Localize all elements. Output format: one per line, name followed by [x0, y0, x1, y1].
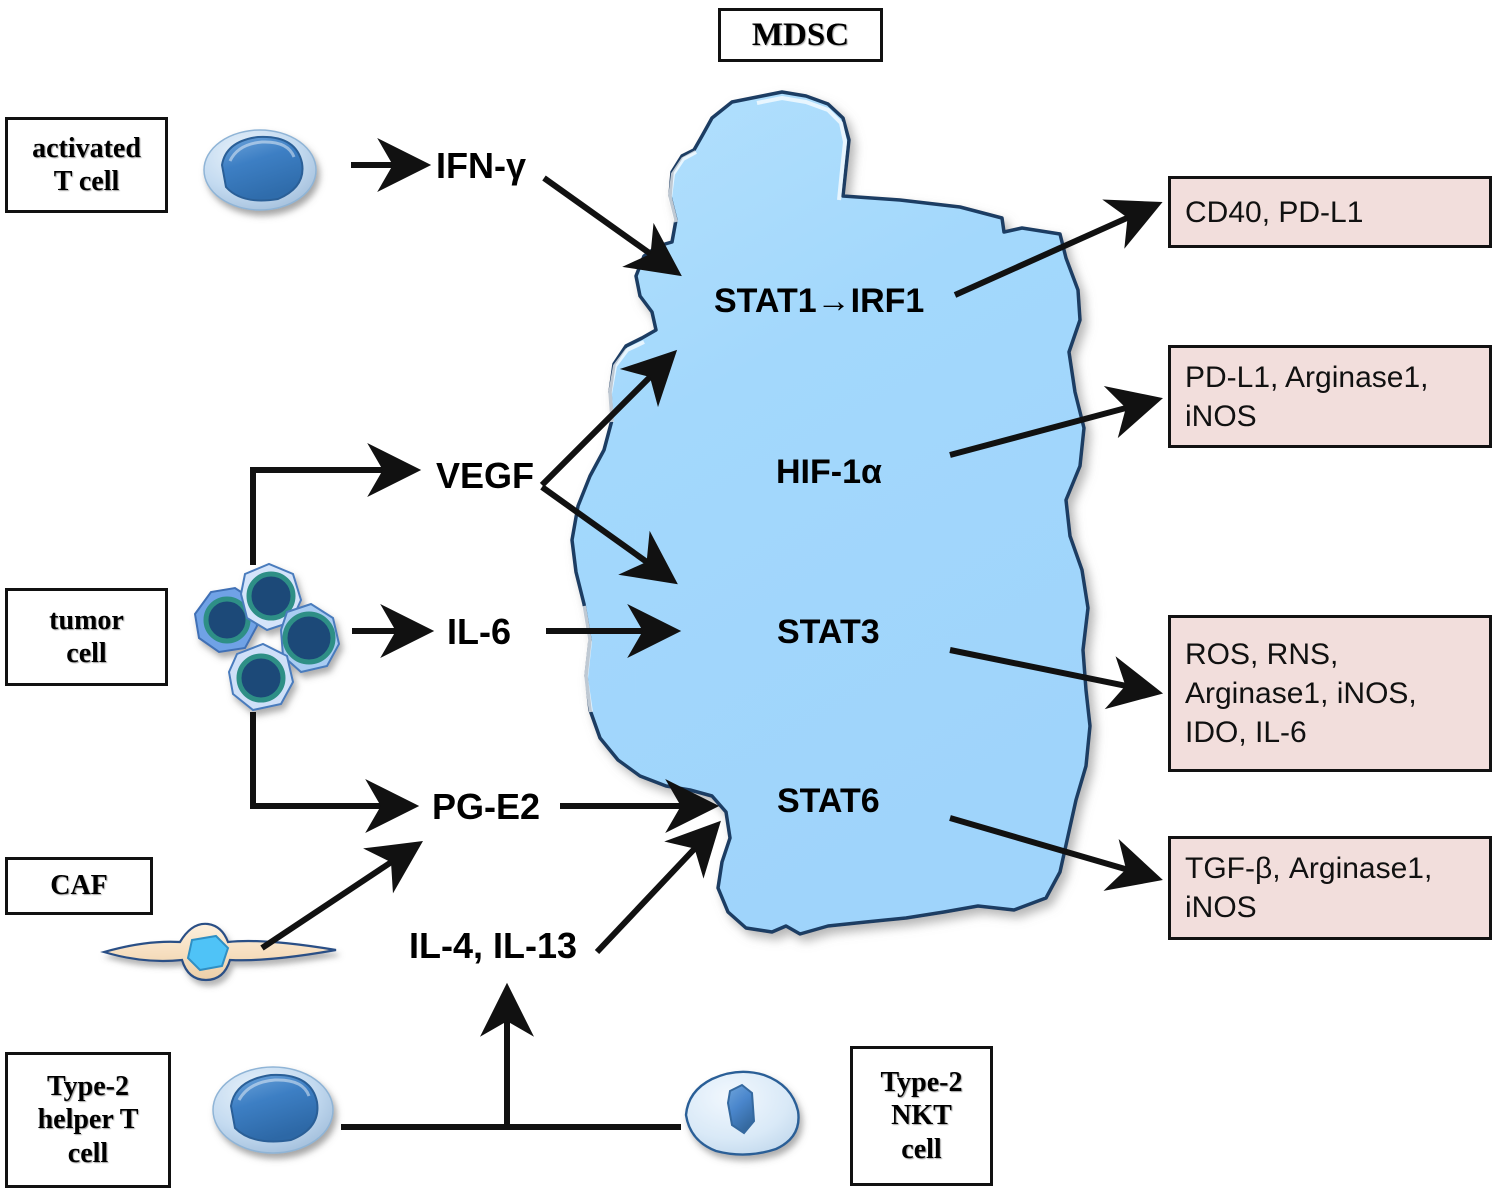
output-text: PD-L1, Arginase1, iNOS — [1185, 360, 1429, 433]
output-box-cd40-pdl1: CD40, PD-L1 — [1168, 176, 1492, 248]
cell-label-text: Type-2 NKT cell — [880, 1067, 963, 1165]
mediator-label-vegf: VEGF — [436, 455, 535, 496]
arrow-tumorcell-to-vegf — [250, 443, 422, 565]
arrow-ifng-to-mdsc — [542, 175, 682, 277]
mediator-label-ifn-gamma: IFN-γ — [436, 145, 526, 186]
output-text: TGF-β, Arginase1, iNOS — [1185, 852, 1433, 924]
cell-label-box-type2-nkt-cell: Type-2 NKT cell — [850, 1046, 993, 1186]
cell-label-text: activated T cell — [32, 132, 141, 197]
mdsc-title-box: MDSC — [718, 8, 883, 62]
arrow-stat1irf1-to-output-cd40 — [953, 199, 1163, 298]
nkt-cell-icon — [684, 1070, 800, 1156]
pathway-label-stat6: STAT6 — [777, 782, 880, 820]
pathway-label-stat3: STAT3 — [777, 613, 880, 651]
cell-label-text: CAF — [50, 870, 108, 902]
cell-label-box-activated-t-cell: activated T cell — [5, 117, 168, 213]
helper-t-cell-icon — [212, 1066, 334, 1154]
output-text: ROS, RNS, Arginase1, iNOS, IDO, IL-6 — [1185, 638, 1417, 749]
cell-label-box-tumor-cell: tumor cell — [5, 588, 168, 686]
pathway-label-hif1a: HIF-1α — [776, 453, 882, 491]
output-box-pdl1-arginase1-inos: PD-L1, Arginase1, iNOS — [1168, 345, 1492, 448]
output-text: CD40, PD-L1 — [1185, 195, 1364, 229]
pathway-label-stat1-irf1: STAT1→IRF1 — [714, 282, 925, 320]
arrow-tumorcell-to-pge2 — [250, 712, 420, 833]
cell-label-text: tumor cell — [49, 604, 124, 669]
t-cell-icon — [203, 129, 317, 211]
arrow-hif1a-to-output-pdl1 — [949, 385, 1163, 458]
arrow-vegf-to-mdsc-lower — [540, 484, 678, 585]
cell-label-box-caf: CAF — [5, 857, 153, 915]
arrow-vegf-to-mdsc-upper — [539, 349, 678, 488]
output-box-tgfb-arginase1-inos: TGF-β, Arginase1, iNOS — [1168, 836, 1492, 940]
cell-label-text: Type-2 helper T cell — [37, 1071, 139, 1169]
fibroblast-icon — [100, 922, 337, 982]
arrow-il4il13-to-mdsc — [594, 820, 721, 955]
mediator-label-il6: IL-6 — [447, 611, 512, 652]
cell-label-box-type2-helper-t-cell: Type-2 helper T cell — [5, 1052, 171, 1188]
tumor-cell-cluster-icon — [193, 562, 341, 712]
page-title: MDSC — [751, 16, 850, 53]
output-box-ros-rns: ROS, RNS, Arginase1, iNOS, IDO, IL-6 — [1168, 615, 1492, 772]
mediator-label-pg-e2: PG-E2 — [432, 786, 541, 827]
mediator-label-il4-il13: IL-4, IL-13 — [409, 925, 578, 966]
arrow-stat6-to-output-tgfb — [949, 815, 1163, 891]
arrow-stat3-to-output-ros — [949, 647, 1164, 710]
